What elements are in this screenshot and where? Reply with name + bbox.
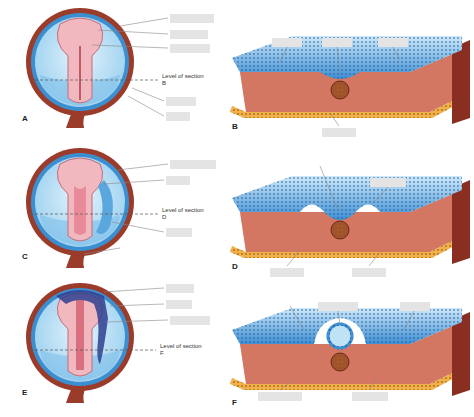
- panel-letter: F: [232, 398, 237, 407]
- section-level-note: Level of section D: [162, 207, 206, 221]
- panel-letter: E: [22, 388, 27, 397]
- section-level-note: Level of section B: [162, 73, 206, 87]
- panel-letter: A: [22, 114, 28, 123]
- panel-letter: C: [22, 252, 28, 261]
- panel-letter: D: [232, 262, 238, 271]
- section-level-note: Level of section F: [160, 343, 204, 357]
- panel-letter: B: [232, 122, 238, 131]
